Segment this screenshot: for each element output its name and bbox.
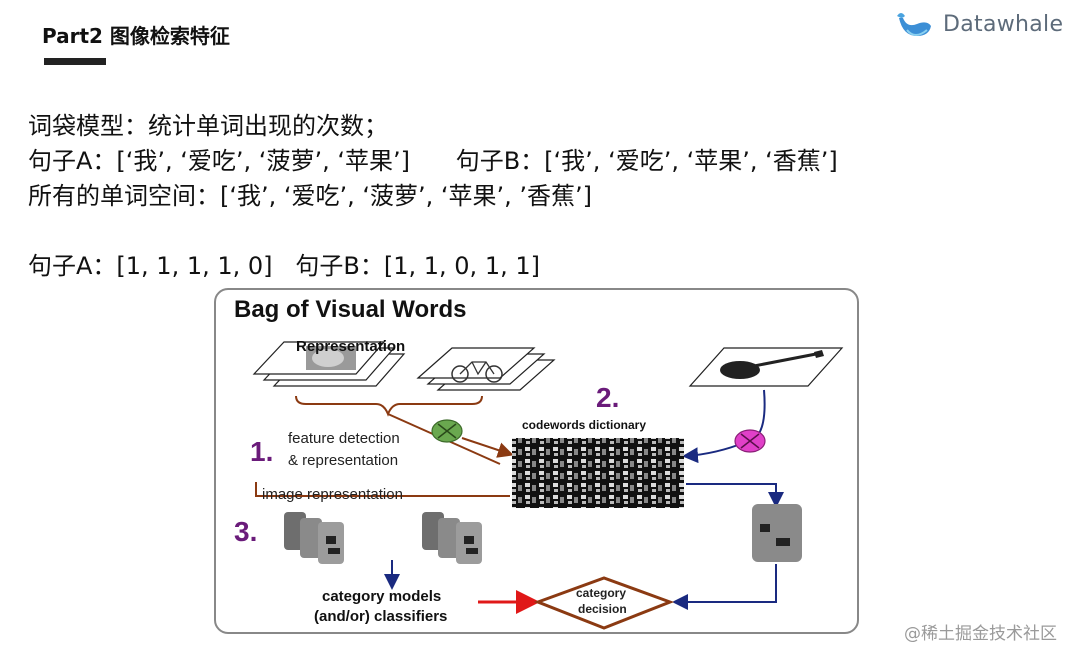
figure-diagram bbox=[252, 341, 844, 630]
step-3-number: 3. bbox=[234, 516, 258, 547]
body-text: 词袋模型：统计单词出现的次数； 句子A：[‘我’, ‘爱吃’, ‘菠萝’, ‘苹… bbox=[28, 109, 838, 284]
title-underline bbox=[44, 58, 106, 65]
whale-logo-icon bbox=[897, 13, 931, 36]
brace bbox=[295, 395, 483, 417]
decision-label-line-1: category bbox=[576, 586, 627, 600]
logo-text: Datawhale bbox=[943, 12, 1064, 37]
body-line-3: 所有的单词空间：[‘我’, ‘爱吃’, ‘菠萝’, ‘苹果’, ’香蕉’] bbox=[28, 182, 593, 210]
bicycle-image-stack bbox=[416, 347, 556, 391]
violin-image bbox=[688, 347, 844, 387]
category-models-label-line-1: category models bbox=[322, 588, 442, 605]
image-representation-bracket bbox=[255, 482, 510, 497]
body-line-2: 句子A：[‘我’, ‘爱吃’, ‘菠萝’, ‘苹果’] 句子B：[‘我’, ‘爱… bbox=[28, 147, 838, 175]
face-image-stack bbox=[252, 341, 406, 387]
codewords-dictionary-label: codewords dictionary bbox=[522, 418, 647, 432]
body-line-1: 词袋模型：统计单词出现的次数； bbox=[28, 112, 388, 140]
class-histograms-left bbox=[284, 512, 344, 564]
body-line-5: 句子A：[1, 1, 1, 1, 0] 句子B：[1, 1, 0, 1, 1] bbox=[28, 252, 540, 280]
step-1-number: 1. bbox=[250, 436, 274, 467]
bag-of-visual-words-figure: Bag of Visual Words Representation 1. fe… bbox=[214, 288, 859, 634]
datawhale-logo: Datawhale bbox=[893, 6, 1073, 46]
arrow-test-to-decision bbox=[672, 564, 777, 610]
step-1-label-line-1: feature detection bbox=[288, 430, 400, 447]
image-representation-label: image representation bbox=[262, 486, 403, 503]
class-histograms-right bbox=[422, 512, 482, 564]
figure-title: Bag of Visual Words bbox=[234, 296, 467, 323]
test-image-histogram bbox=[752, 504, 802, 562]
arrow-codebook-to-test bbox=[686, 483, 784, 508]
codebook-grid bbox=[512, 438, 684, 508]
representation-label: Representation bbox=[296, 338, 406, 355]
watermark: @稀土掘金技术社区 bbox=[904, 624, 1057, 644]
decision-diamond bbox=[533, 576, 675, 630]
step-2-number: 2. bbox=[596, 382, 620, 413]
step-1-label-line-2: & representation bbox=[288, 452, 399, 469]
slide-title: Part2 图像检索特征 bbox=[42, 24, 230, 48]
body-line-4 bbox=[28, 214, 838, 249]
category-models-label-line-2: (and/or) classifiers bbox=[314, 608, 448, 625]
decision-label-line-2: decision bbox=[578, 602, 627, 616]
